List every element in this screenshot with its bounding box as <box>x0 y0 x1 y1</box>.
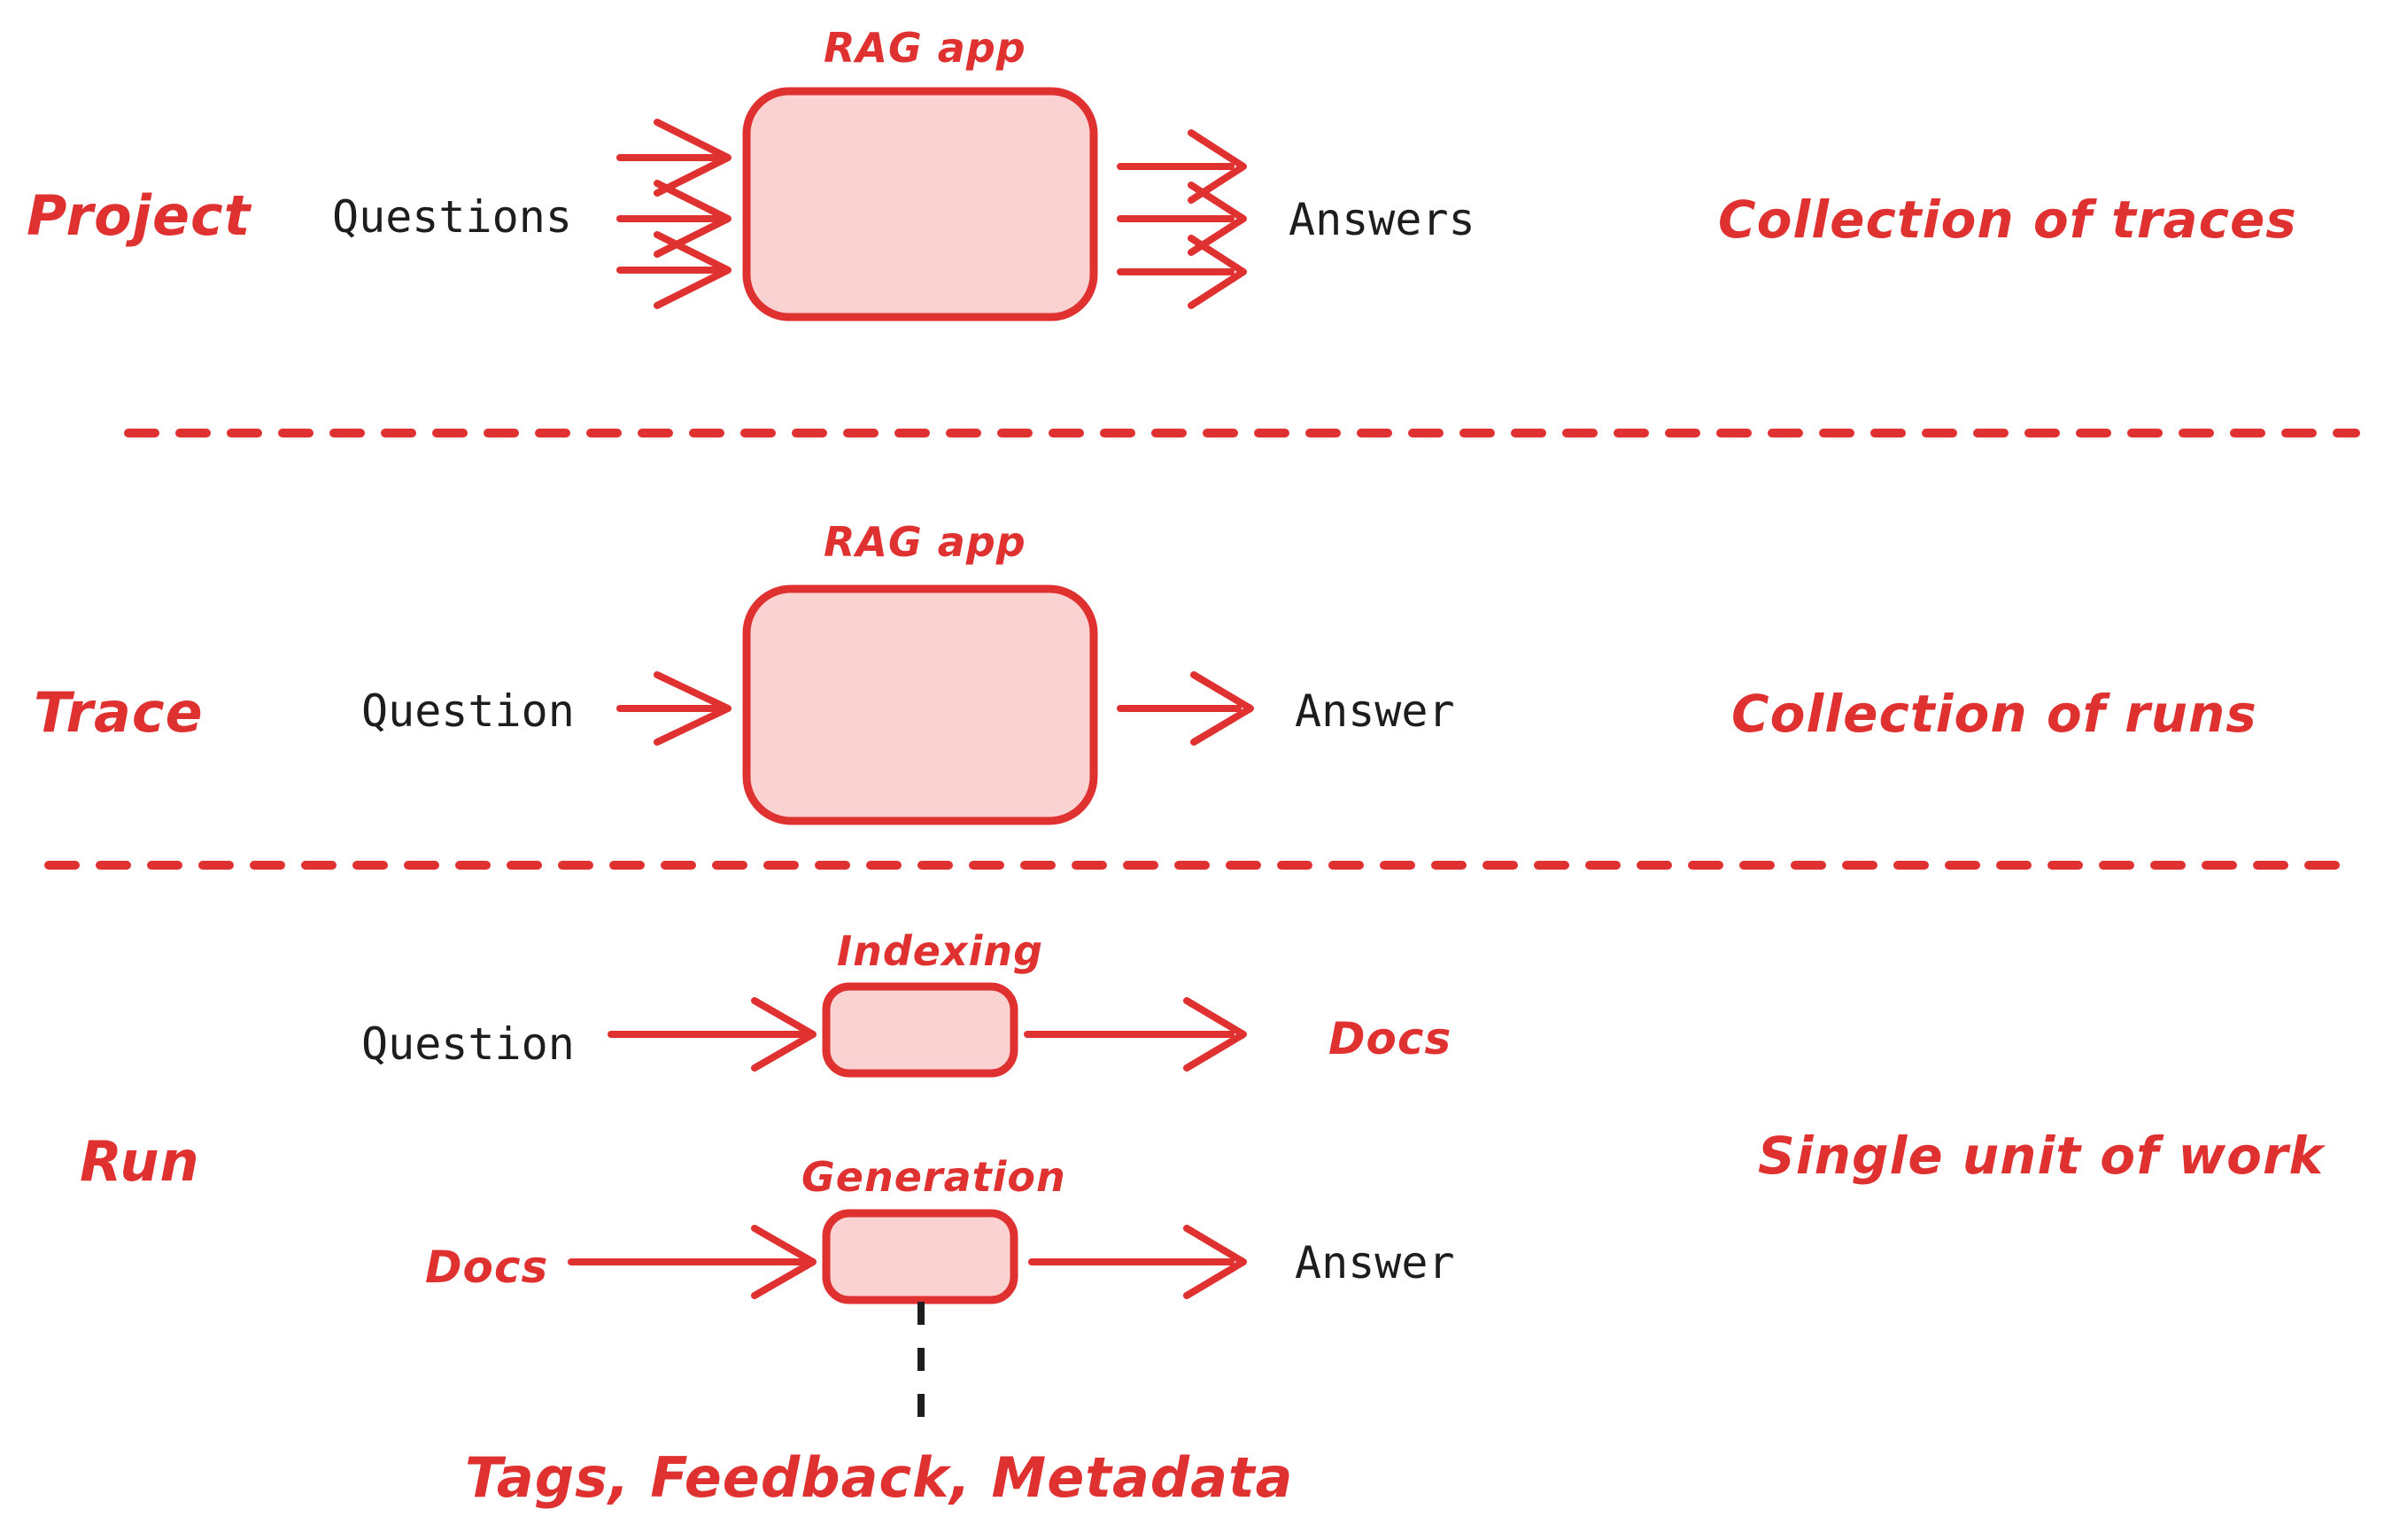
node-rag-app-project <box>742 87 1098 321</box>
arrow-head-docs-to-generation <box>751 1225 817 1299</box>
output-label-answer-generation: Answer <box>1295 1237 1455 1288</box>
input-label-questions: Questions <box>332 191 572 243</box>
node-indexing <box>822 982 1018 1078</box>
section-trace: Trace Question RAG app Answer Collection… <box>34 518 2257 825</box>
section-description-run: Single unit of work <box>1758 1126 2326 1186</box>
section-label-run: Run <box>80 1129 200 1194</box>
node-label-indexing: Indexing <box>837 927 1043 975</box>
section-run: Run Single unit of work Question Indexin… <box>80 927 2326 1510</box>
section-project: Project Questions RAG app <box>27 24 2297 321</box>
node-label-rag-app-trace: RAG app <box>824 518 1026 566</box>
output-arrows-project <box>1117 129 1247 309</box>
input-label-question-trace: Question <box>361 685 575 737</box>
node-generation <box>822 1209 1018 1304</box>
run-row-generation: Docs Generation Answer <box>425 1153 1455 1304</box>
node-label-generation: Generation <box>801 1153 1066 1201</box>
input-arrows-project <box>616 119 732 309</box>
section-description-project: Collection of traces <box>1718 190 2297 250</box>
output-arrow-trace <box>1117 671 1254 746</box>
section-label-project: Project <box>27 183 252 248</box>
output-label-answer-trace: Answer <box>1295 685 1455 737</box>
node-rag-app-trace <box>742 584 1098 825</box>
arrow-head-indexing-to-docs <box>1183 997 1247 1072</box>
run-row-indexing: Question Indexing Docs <box>361 927 1451 1078</box>
input-label-question-indexing: Question <box>361 1018 575 1070</box>
arrow-head-question-to-indexing <box>751 997 817 1072</box>
output-label-answers: Answers <box>1289 194 1475 245</box>
input-arrow-trace <box>616 671 732 746</box>
input-label-docs-generation: Docs <box>425 1242 548 1293</box>
section-description-trace: Collection of runs <box>1731 684 2257 744</box>
arrow-head-generation-to-answer <box>1183 1225 1247 1299</box>
output-label-docs-indexing: Docs <box>1328 1013 1451 1064</box>
section-label-trace: Trace <box>34 680 204 745</box>
metadata-label: Tags, Feedback, Metadata <box>465 1445 1293 1510</box>
node-label-rag-app-project: RAG app <box>824 24 1026 72</box>
